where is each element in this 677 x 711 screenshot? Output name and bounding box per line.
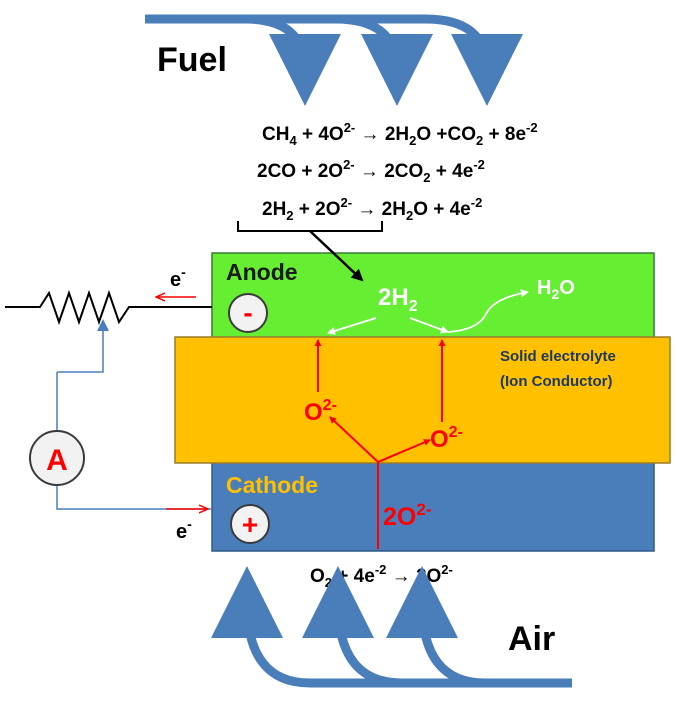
svg-text:-: - xyxy=(243,297,252,328)
oxide-ion-left: O2- xyxy=(304,397,337,426)
anode-label: Anode xyxy=(226,259,298,285)
electron-cathode-label: e- xyxy=(176,516,192,543)
air-label: Air xyxy=(508,620,555,658)
electrolyte-label-line1: Solid electrolyte xyxy=(500,348,616,365)
oxide-ion-cathode: 2O2- xyxy=(383,500,431,531)
reaction-oxygen-reduction: O2 + 4e-2 → 2O2- xyxy=(310,562,453,590)
air-flow-arrows xyxy=(211,566,572,688)
reaction-hydrogen: 2H2 + 2O2- → 2H2O + 4e-2 xyxy=(262,195,482,223)
electrolyte-layer xyxy=(174,336,671,464)
hydrogen-molecule-label: 2H2 xyxy=(378,284,418,315)
electron-anode-label: e- xyxy=(170,264,186,291)
anode-layer xyxy=(211,252,655,340)
ammeter: A xyxy=(29,430,85,486)
external-circuit xyxy=(5,289,212,510)
svg-text:A: A xyxy=(46,444,68,477)
reaction-methane: CH4 + 4O2- → 2H2O +CO2 + 8e-2 xyxy=(262,120,538,148)
fuel-label: Fuel xyxy=(157,41,227,79)
hydrogen-pointer-arrow xyxy=(309,230,364,282)
electrolyte-label-line2: (Ion Conductor) xyxy=(500,373,612,390)
oxide-ion-right: O2- xyxy=(430,424,463,453)
reaction-carbon-monoxide: 2CO + 2O2- → 2CO2 + 4e-2 xyxy=(257,157,485,185)
cathode-positive-terminal: + xyxy=(230,504,270,544)
svg-text:+: + xyxy=(242,509,258,540)
oxide-ion-paths xyxy=(314,339,446,549)
water-label: H2O xyxy=(537,277,575,302)
anode-negative-terminal: - xyxy=(228,293,268,333)
anode-reaction-arrows xyxy=(327,289,529,335)
cathode-label: Cathode xyxy=(226,472,318,498)
hydrogen-bracket xyxy=(237,221,383,232)
fuel-flow-arrows xyxy=(145,14,523,106)
